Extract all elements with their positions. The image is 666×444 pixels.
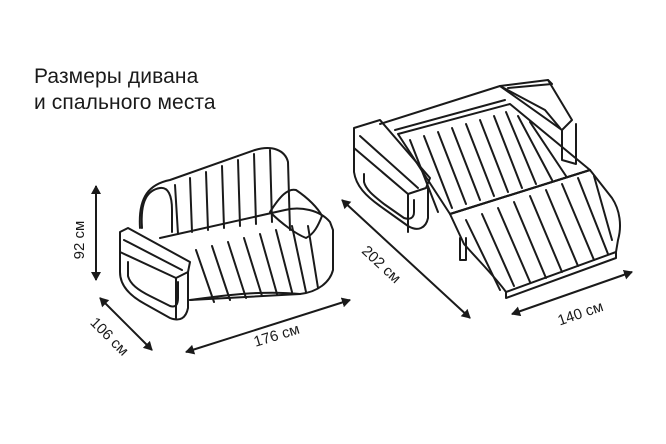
bed-length-label: 202 см: [358, 242, 404, 286]
dimension-lines: [91, 185, 633, 355]
sofa-seat: [159, 207, 334, 301]
depth-dimension-line: [99, 297, 153, 351]
bed-mattress-front: [449, 169, 621, 293]
title-line-1: Размеры дивана: [34, 65, 199, 88]
bed-length-dimension-line: [341, 199, 471, 319]
folded-sofa-drawing: [119, 147, 334, 321]
sofa-pillow: [269, 188, 323, 239]
width-label: 176 см: [252, 321, 302, 351]
diagram-title: Размеры дивана и спального места: [34, 64, 216, 116]
width-dimension-line: [185, 297, 351, 355]
sofa-armrest: [119, 227, 191, 279]
sofa-backrest: [138, 147, 291, 231]
sofa-back-roll: [140, 186, 173, 233]
height-label: 92 см: [71, 221, 88, 260]
bed-width-dimension-line: [511, 269, 633, 317]
bed-armrest-right: [499, 79, 573, 131]
bed-width-label: 140 см: [556, 298, 606, 329]
depth-label: 106 см: [87, 314, 132, 359]
bed-armrest-left: [353, 119, 431, 195]
title-line-2: и спального места: [34, 91, 216, 114]
